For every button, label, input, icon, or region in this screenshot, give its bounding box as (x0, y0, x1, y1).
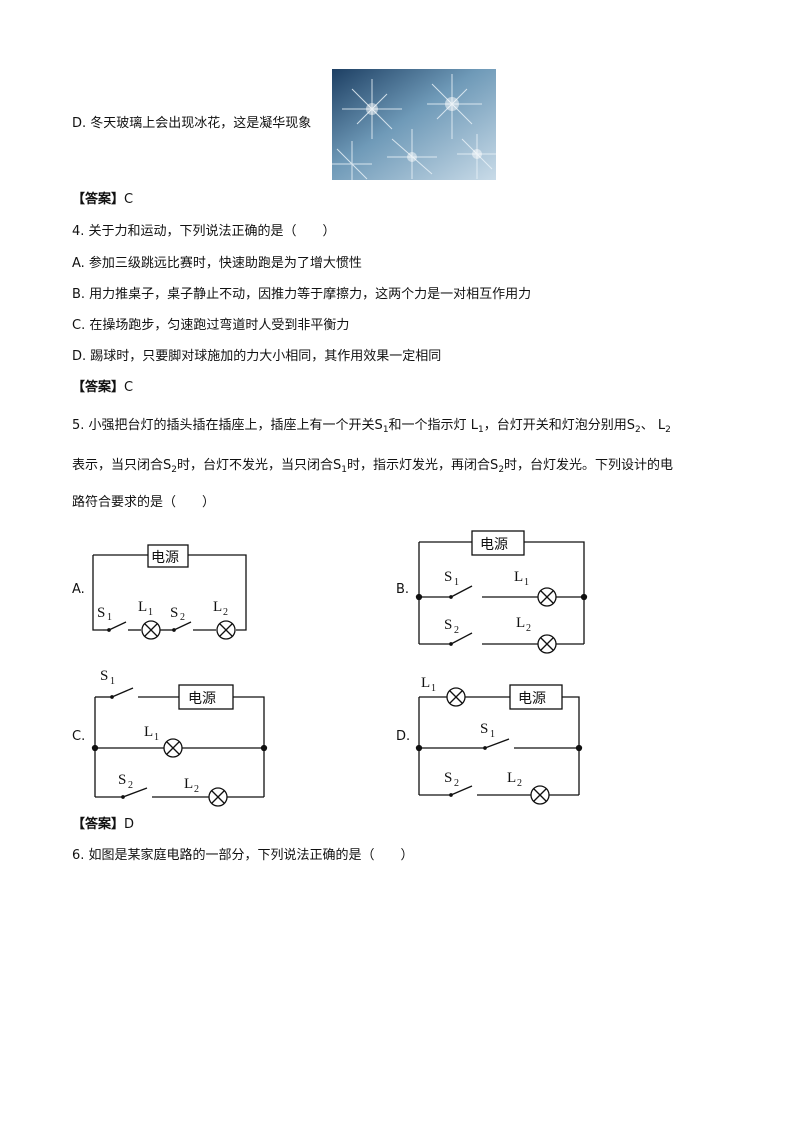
svg-text:S: S (480, 721, 488, 737)
symbol: L (470, 418, 478, 433)
symbol: S (626, 418, 635, 433)
answer-value: C (124, 192, 134, 207)
circuit-label-d: D. (396, 729, 411, 744)
svg-text:2: 2 (180, 612, 185, 623)
q5-answer: 【答案】D (72, 816, 134, 834)
symbol: S (163, 458, 172, 473)
subscript: 2 (498, 465, 505, 475)
subscript: 2 (634, 425, 641, 435)
q4-stem: 4. 关于力和运动，下列说法正确的是（ ） (72, 224, 336, 239)
svg-text:L: L (138, 599, 147, 615)
symbol: L (657, 418, 666, 433)
svg-text:S: S (170, 605, 178, 621)
svg-text:2: 2 (526, 623, 531, 634)
svg-text:L: L (507, 770, 516, 786)
q5-text: 、 (640, 418, 654, 433)
symbol: S (333, 458, 342, 473)
svg-text:2: 2 (454, 625, 459, 636)
svg-text:2: 2 (454, 778, 459, 789)
q5-line-1: 5. 小强把台灯的插头插在插座上，插座上有一个开关S1和一个指示灯 L1，台灯开… (72, 417, 671, 439)
q5-line-2: 表示，当只闭合S2时，台灯不发光，当只闭合S1时，指示灯发光，再闭合S2时，台灯… (72, 457, 673, 479)
q5-text: 5. 小强把台灯的插头插在插座上，插座上有一个开关 (72, 418, 375, 433)
q5-line-3: 路符合要求的是（ ） (72, 495, 216, 510)
frost-pattern-image (332, 69, 496, 180)
circuit-label-b: B. (396, 582, 410, 597)
q3-answer: 【答案】C (72, 191, 133, 209)
svg-text:1: 1 (524, 577, 529, 588)
subscript: 2 (171, 465, 178, 475)
svg-text:2: 2 (194, 784, 199, 795)
q5-text: 表示，当只闭合 (72, 458, 164, 473)
svg-text:1: 1 (110, 676, 115, 687)
q5-text: ，台灯开关和灯泡分别用 (483, 418, 627, 433)
symbol: S (490, 458, 499, 473)
svg-text:S: S (118, 772, 126, 788)
svg-text:1: 1 (107, 612, 112, 623)
svg-text:1: 1 (490, 729, 495, 740)
label-s: S (97, 605, 105, 621)
q5-text: 和一个指示灯 (388, 418, 467, 433)
q4-option-a: A. 参加三级跳远比赛时，快速助跑是为了增大惯性 (72, 256, 362, 271)
q5-text: 时，台灯发光。下列设计的电 (504, 458, 674, 473)
svg-text:L: L (516, 615, 525, 631)
answer-tag: 【答案】 (72, 192, 125, 207)
power-source-label: 电源 (518, 691, 546, 707)
q5-text: 时，台灯不发光，当只闭合 (177, 458, 334, 473)
circuit-label-a: A. (72, 582, 85, 597)
svg-text:1: 1 (148, 607, 153, 618)
answer-value: C (124, 380, 134, 395)
power-source-label: 电源 (480, 537, 508, 553)
svg-text:L: L (213, 599, 222, 615)
q4-option-b: B. 用力推桌子，桌子静止不动，因推力等于摩擦力，这两个力是一对相互作用力 (72, 287, 532, 302)
svg-text:L: L (184, 776, 193, 792)
q6-stem: 6. 如图是某家庭电路的一部分，下列说法正确的是（ ） (72, 848, 414, 863)
svg-text:S: S (444, 770, 452, 786)
q4-answer: 【答案】C (72, 379, 133, 397)
answer-value: D (124, 817, 135, 832)
subscript: 1 (382, 425, 389, 435)
q3-option-d: D. 冬天玻璃上会出现冰花，这是凝华现象 (72, 116, 312, 131)
q4-option-c: C. 在操场跑步，匀速跑过弯道时人受到非平衡力 (72, 318, 350, 333)
answer-tag: 【答案】 (72, 380, 125, 395)
svg-text:2: 2 (128, 780, 133, 791)
subscript: 2 (665, 425, 671, 435)
circuit-label-c: C. (72, 729, 86, 744)
svg-text:2: 2 (223, 607, 228, 618)
svg-text:S: S (444, 617, 452, 633)
subscript: 1 (341, 465, 348, 475)
q4-option-d: D. 踢球时，只要脚对球施加的力大小相同，其作用效果一定相同 (72, 349, 442, 364)
subscript: 1 (477, 425, 484, 435)
svg-text:2: 2 (517, 778, 522, 789)
power-source-label: 电源 (188, 691, 216, 707)
svg-text:L: L (144, 724, 153, 740)
symbol: S (374, 418, 383, 433)
power-source-label: 电源 (151, 550, 179, 566)
q5-text: 时，指示灯发光，再闭合 (347, 458, 491, 473)
svg-text:L: L (421, 675, 430, 691)
svg-text:L: L (514, 569, 523, 585)
svg-text:S: S (100, 668, 108, 684)
svg-text:1: 1 (454, 577, 459, 588)
svg-text:1: 1 (431, 683, 436, 694)
svg-text:S: S (444, 569, 452, 585)
answer-tag: 【答案】 (72, 817, 125, 832)
svg-text:1: 1 (154, 732, 159, 743)
